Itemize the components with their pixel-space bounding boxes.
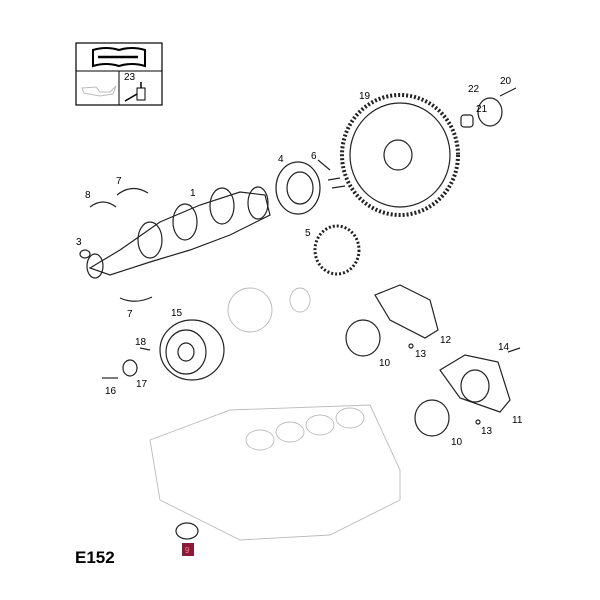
seal-housing-11 <box>439 354 511 413</box>
bolt-18 <box>139 347 151 351</box>
part-label-6[interactable]: 6 <box>311 151 317 162</box>
oil-seal-10-b <box>414 399 450 437</box>
pin-13-a <box>408 343 414 349</box>
part-label-13b[interactable]: 13 <box>481 426 493 437</box>
pin-13-b <box>475 419 481 425</box>
bearing-shell-7-lower <box>119 296 153 302</box>
bolt-6 <box>317 159 346 189</box>
part-label-23: 23 <box>124 72 136 83</box>
part-label-12[interactable]: 12 <box>440 335 452 346</box>
bolt-14 <box>507 347 521 353</box>
highlighted-part-9-box[interactable] <box>182 543 194 556</box>
part-label-18[interactable]: 18 <box>135 337 147 348</box>
part-label-3[interactable]: 3 <box>76 237 82 248</box>
part-label-9[interactable]: 9 <box>185 546 190 555</box>
part-label-13a[interactable]: 13 <box>415 349 427 360</box>
oil-seal-10-a <box>345 319 381 357</box>
part-label-19[interactable]: 19 <box>359 91 371 102</box>
part-label-14[interactable]: 14 <box>498 342 510 353</box>
part-label-15[interactable]: 15 <box>171 308 183 319</box>
bearing-shell-7-upper <box>116 187 149 196</box>
part-label-4[interactable]: 4 <box>278 154 284 165</box>
part-label-7a[interactable]: 7 <box>116 176 122 187</box>
part-label-17[interactable]: 17 <box>136 379 148 390</box>
part-label-22[interactable]: 22 <box>468 84 480 95</box>
plate-22 <box>477 97 503 127</box>
legend-box: 23 <box>75 42 163 106</box>
part-label-5[interactable]: 5 <box>305 228 311 239</box>
repair-manual-wrench-icon <box>92 47 146 68</box>
flywheel-19 <box>340 93 460 217</box>
bolt-20 <box>499 87 517 97</box>
part-label-7b[interactable]: 7 <box>127 309 133 320</box>
part-label-10a[interactable]: 10 <box>379 358 391 369</box>
part-label-21[interactable]: 21 <box>476 104 488 115</box>
part-label-8[interactable]: 8 <box>85 190 91 201</box>
part-label-11[interactable]: 11 <box>512 415 523 426</box>
washer-17 <box>122 359 138 377</box>
thrust-washer-3 <box>79 249 91 259</box>
diagram-code: E152 <box>75 548 115 567</box>
pulley-4 <box>275 161 321 215</box>
crankshaft <box>86 186 271 279</box>
oil-pump-gears <box>227 287 311 333</box>
bearing-shell-8 <box>89 201 117 208</box>
pulley-15 <box>159 319 225 381</box>
bush-21 <box>460 114 474 128</box>
sealant-tube-icon <box>124 82 146 102</box>
oil-can-icon <box>81 85 117 97</box>
oil-seal-9 <box>175 522 199 540</box>
part-label-16[interactable]: 16 <box>105 386 117 397</box>
part-label-10b[interactable]: 10 <box>451 437 463 448</box>
part-label-20[interactable]: 20 <box>500 76 512 87</box>
seal-housing-12 <box>374 284 439 339</box>
engine-block <box>149 404 401 541</box>
part-label-1[interactable]: 1 <box>190 188 196 199</box>
gear-5 <box>313 224 361 276</box>
